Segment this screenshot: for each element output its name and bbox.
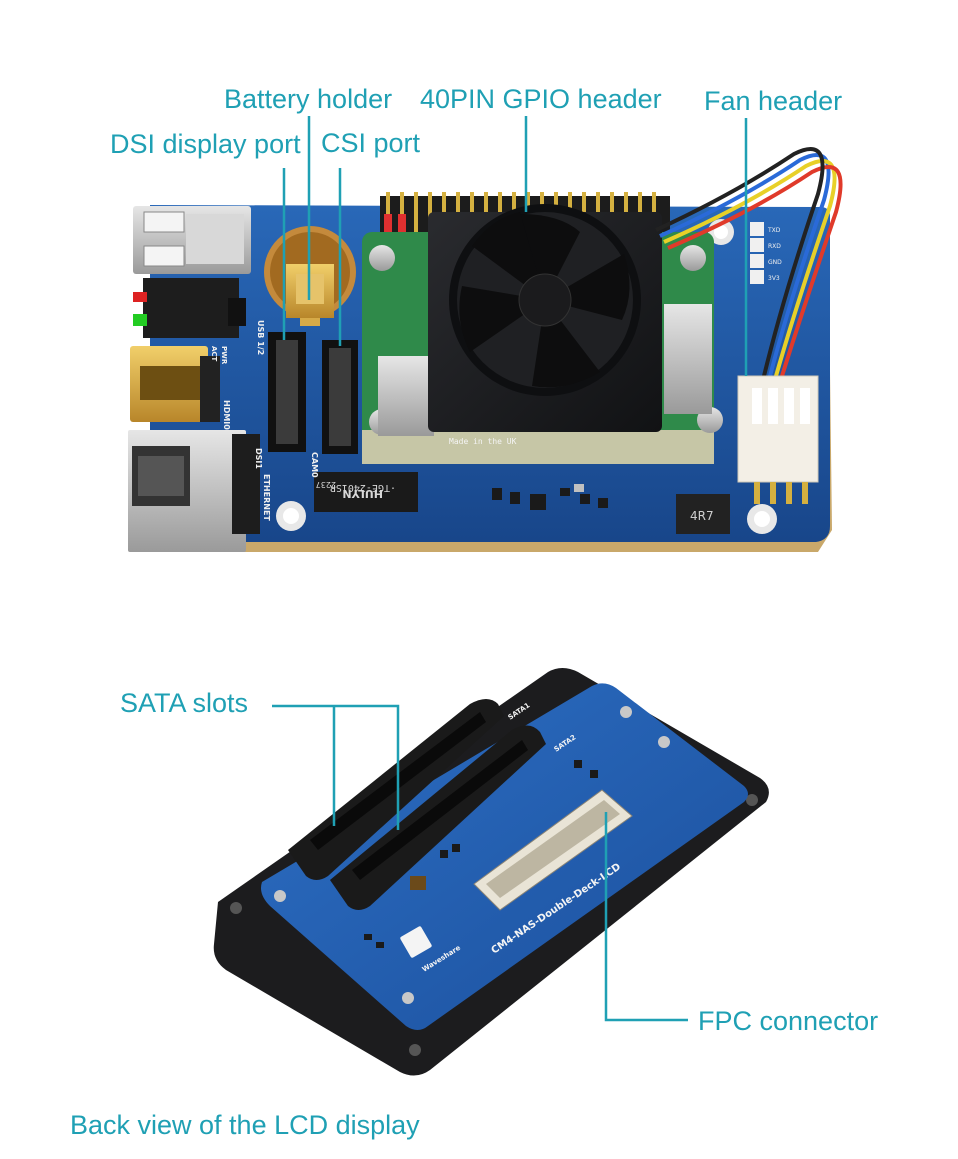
chip-brand-label: HULYN <box>342 487 383 500</box>
inductor <box>676 494 730 534</box>
battery-holder-callout: Battery holder <box>224 84 393 114</box>
heatsink-fan <box>428 204 662 432</box>
hdmi-label: HDMI0 <box>222 400 231 430</box>
sata-slots-callout: SATA slots <box>120 688 249 718</box>
fpc-connector-callout: FPC connector <box>698 1006 879 1036</box>
act-led <box>133 314 147 326</box>
main-board: Made in the UK ·TGE-2401SR HULYN 2237 4R… <box>128 147 843 552</box>
ethernet-label: ETHERNET <box>262 474 271 521</box>
fan-header <box>737 375 819 504</box>
sata-slot-2 <box>330 725 546 910</box>
waveshare-logo <box>400 926 432 958</box>
smd-components <box>228 298 608 510</box>
caption: Back view of the LCD display <box>70 1110 420 1140</box>
dsi-port-callout: DSI display port <box>110 129 301 159</box>
uart-label: GND <box>768 259 782 266</box>
uart-pads <box>750 222 764 284</box>
dsi-connector <box>268 332 306 452</box>
pwr-led <box>133 292 147 302</box>
cam-label: CAM0 <box>310 452 319 478</box>
mounting-hole <box>276 219 777 534</box>
fpc-connector <box>473 789 633 911</box>
dsi-label: DSI1 <box>254 448 263 469</box>
led-block <box>143 278 239 338</box>
smd-components-lcd <box>364 760 598 948</box>
usb-port <box>133 206 251 274</box>
uart-label: RXD <box>768 243 781 250</box>
chip-top-label: ·TGE-2401SR <box>329 482 396 493</box>
fan-header-callout: Fan header <box>704 86 843 116</box>
uart-label: 3V3 <box>768 275 780 282</box>
act-label: ACT <box>210 346 218 362</box>
uart-label: TXD <box>767 227 781 234</box>
csi-port-callout: CSI port <box>321 128 421 158</box>
usb-label: USB 1/2 <box>256 320 265 355</box>
made-in-label: Made in the UK <box>449 437 517 446</box>
lcd-back-assembly: Waveshare CM4-NAS-Double-Deck-LCD SATA1 … <box>213 668 769 1076</box>
chip-code-label: 2237 <box>316 480 336 489</box>
csi-connector <box>322 340 358 454</box>
fan-cable <box>655 147 843 377</box>
ethernet-chip <box>314 472 418 512</box>
hdmi-port <box>130 346 220 422</box>
inductor-label: 4R7 <box>690 509 714 523</box>
callout-lines-top <box>282 116 748 376</box>
callout-lines-bottom <box>272 704 688 1022</box>
pwr-label: PWR <box>220 346 228 365</box>
ethernet-port <box>128 430 260 552</box>
gpio-header-callout: 40PIN GPIO header <box>420 84 662 114</box>
